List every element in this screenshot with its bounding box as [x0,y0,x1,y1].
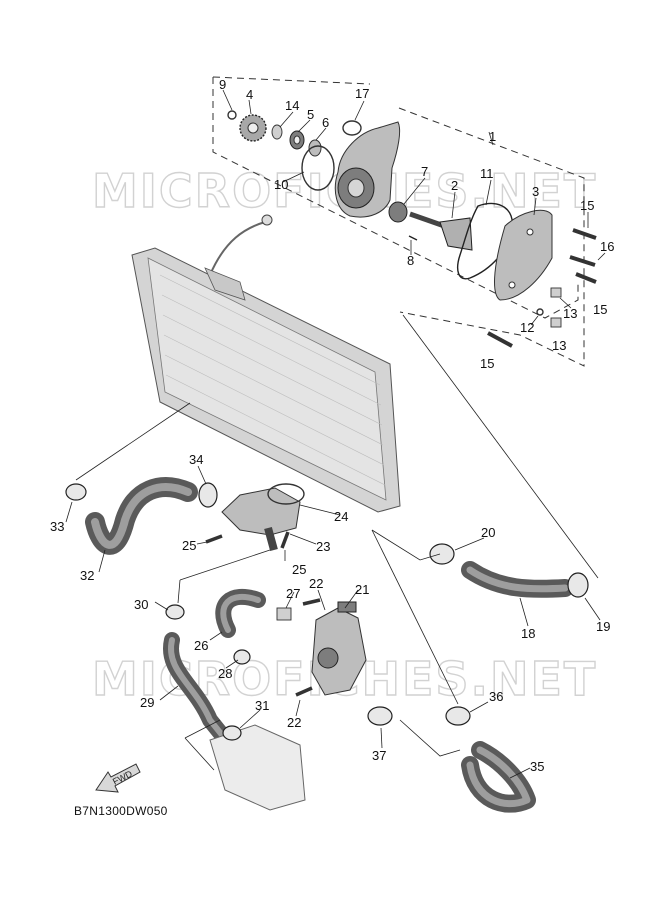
callout-23: 23 [316,539,330,554]
callout-21: 21 [355,582,369,597]
hoses [85,477,574,813]
callout-11: 11 [480,166,494,181]
callout-1: 1 [489,129,496,144]
callout-16: 16 [600,239,614,254]
callout-22a: 22 [309,576,323,591]
water-pump-assembly-group-outline [212,76,585,367]
callout-15b: 15 [593,302,607,317]
callout-33: 33 [50,519,64,534]
callout-12: 12 [520,320,534,335]
radiator [131,214,401,513]
callout-25b: 25 [292,562,306,577]
water-pump-parts [227,110,597,348]
callout-13a: 13 [563,306,577,321]
callout-25a: 25 [182,538,196,553]
hose-clamps [65,482,589,741]
callout-13b: 13 [552,338,566,353]
callout-27: 27 [286,586,300,601]
callout-14: 14 [285,98,299,113]
callout-22b: 22 [287,715,301,730]
callout-15a: 15 [580,198,594,213]
callout-18: 18 [521,626,535,641]
thermostat-parts [205,483,367,811]
callout-36: 36 [489,689,503,704]
callout-31: 31 [255,698,269,713]
forward-direction-arrow: FWD [95,763,141,793]
callout-15c: 15 [480,356,494,371]
callout-numbers: 1 2 3 4 5 6 7 8 9 10 11 12 13 13 14 15 1… [50,77,614,774]
callout-29: 29 [140,695,154,710]
callout-19: 19 [596,619,610,634]
callout-2: 2 [451,178,458,193]
callout-30: 30 [134,597,148,612]
callout-7: 7 [421,164,428,179]
diagram-code: B7N1300DW050 [74,804,168,818]
callout-9: 9 [219,77,226,92]
callout-20: 20 [481,525,495,540]
callout-3: 3 [532,184,539,199]
callout-4: 4 [246,87,253,102]
callout-24: 24 [334,509,348,524]
callout-17: 17 [355,86,369,101]
callout-35: 35 [530,759,544,774]
callout-6: 6 [322,115,329,130]
leader-lines [65,89,606,779]
callout-32: 32 [80,568,94,583]
callout-37: 37 [372,748,386,763]
callout-26: 26 [194,638,208,653]
callout-34: 34 [189,452,203,467]
callout-8: 8 [407,253,414,268]
callout-10: 10 [274,177,288,192]
callout-5: 5 [307,107,314,122]
callout-28: 28 [218,666,232,681]
